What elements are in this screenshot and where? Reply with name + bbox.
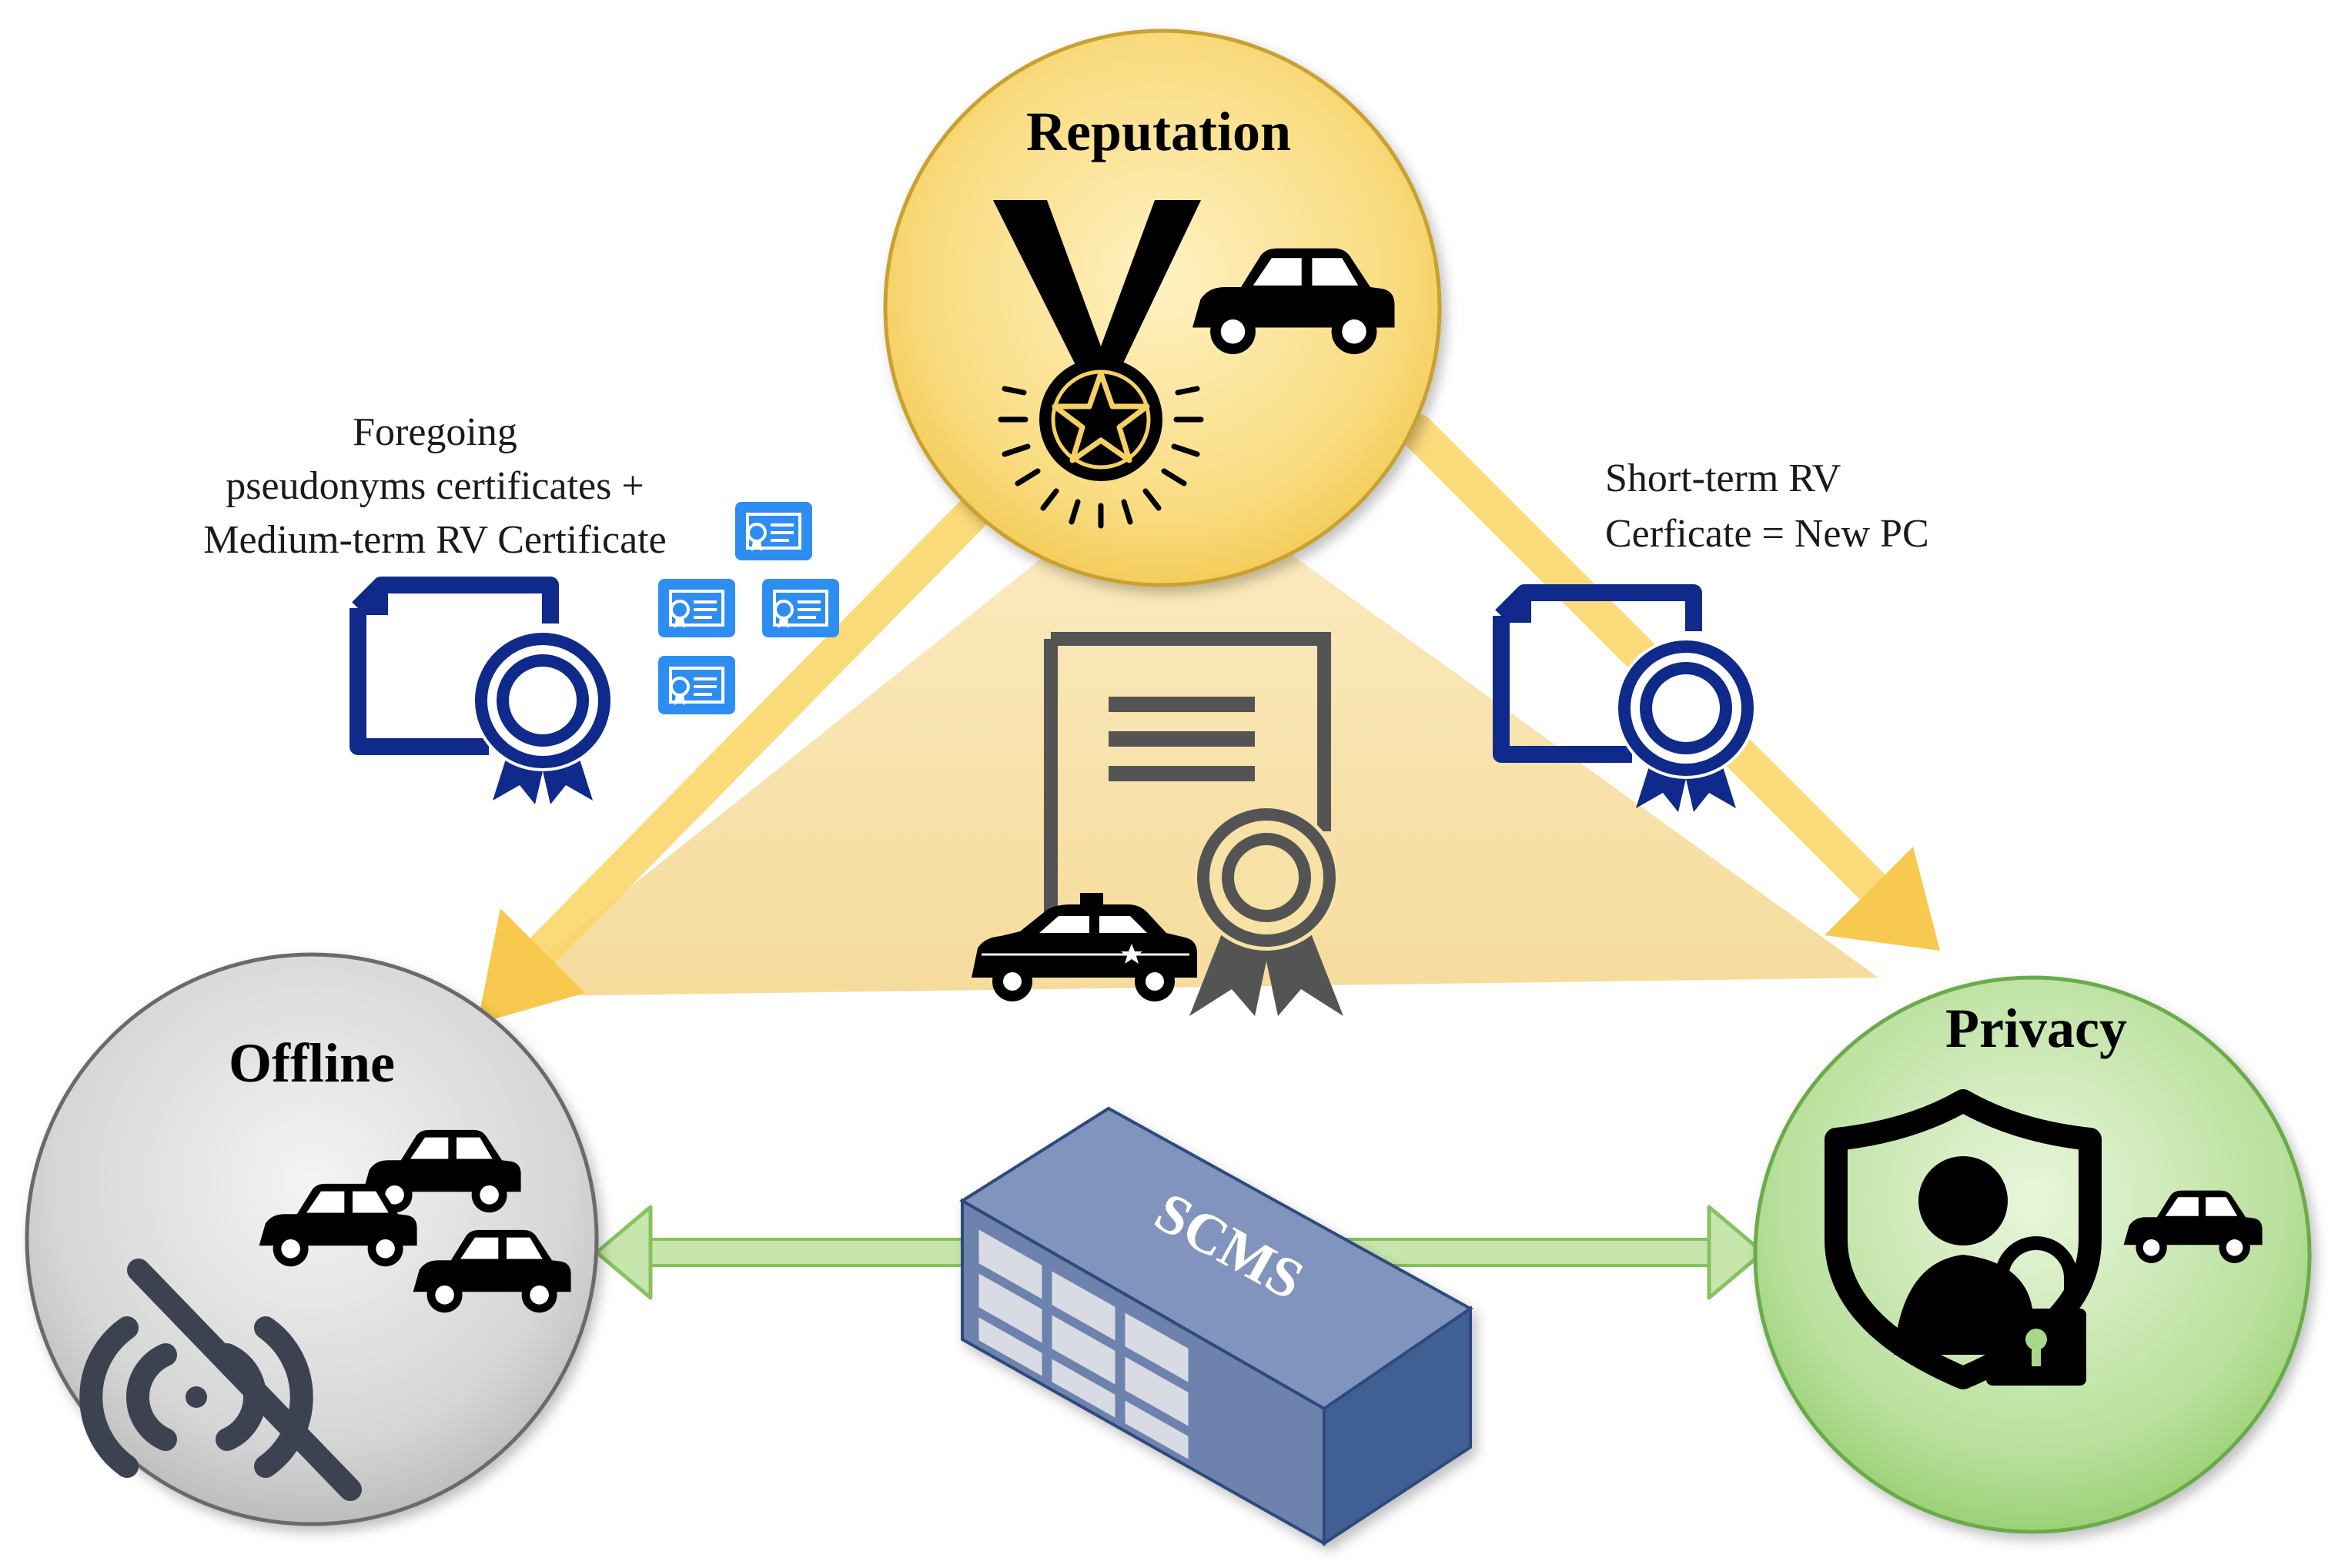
privacy-node: Privacy <box>1753 975 2312 1534</box>
trust-triangle <box>493 462 1878 997</box>
reputation-title: Reputation <box>1026 101 1291 162</box>
edge-label-line-2: Cerficate = New PC <box>1605 512 1929 556</box>
arrow-offline-privacy <box>594 1205 1765 1300</box>
offline-title: Offline <box>229 1032 395 1094</box>
small-certificate-icon <box>761 577 841 639</box>
edge-label-line-1: Foregoing <box>353 410 517 454</box>
edge-label-line-1: Short-term RV <box>1605 456 1841 500</box>
no-signal-icon <box>79 1259 362 1501</box>
scms-server: SCMS <box>959 1106 1473 1546</box>
edge-label-reputation-offline: Foregoing pseudonyms certificates + Medi… <box>203 410 666 562</box>
small-certificate-icon <box>734 500 814 562</box>
medal-icon <box>993 200 1204 529</box>
certificate-icon <box>358 585 614 804</box>
edge-label-reputation-privacy: Short-term RV Cerficate = New PC <box>1605 456 1929 556</box>
arrow-reputation-to-offline <box>477 475 1011 1024</box>
privacy-title: Privacy <box>1945 998 2127 1059</box>
small-certificate-icon <box>657 577 737 639</box>
edge-label-line-3: Medium-term RV Certificate <box>203 518 666 562</box>
offline-node: Offline <box>25 952 599 1526</box>
edge-label-line-2: pseudonyms certificates + <box>226 464 644 508</box>
reputation-node: Reputation <box>883 28 1442 587</box>
police-car-icon <box>972 893 1197 1001</box>
central-certificate <box>972 632 1343 1016</box>
certificate-icon <box>1109 697 1343 1016</box>
small-certificate-icon <box>657 654 737 716</box>
padlock-icon <box>1986 1236 2086 1386</box>
